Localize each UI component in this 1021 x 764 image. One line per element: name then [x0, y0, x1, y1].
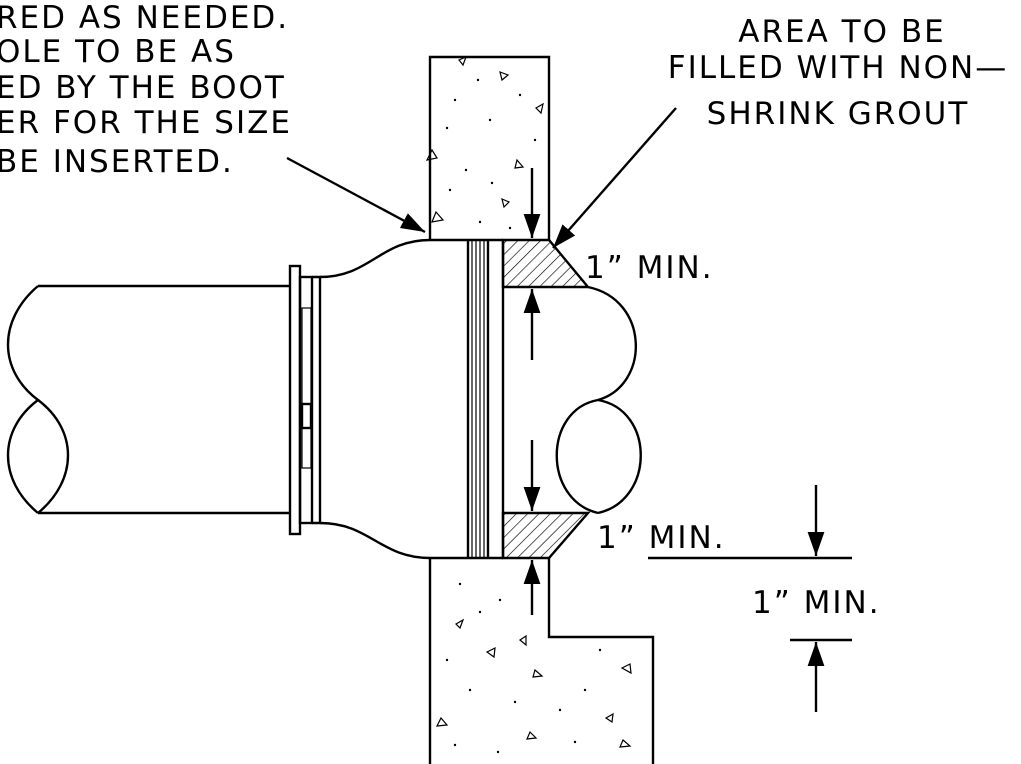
- dimension-arrows: [523, 168, 852, 712]
- note-line-4: ER FOR THE SIZE: [0, 105, 292, 141]
- aggregate-marks-bottom: [435, 582, 632, 754]
- concrete-wall-bottom: [428, 558, 655, 764]
- aggregate-marks-top: [425, 55, 544, 230]
- leader-lines: [286, 107, 677, 249]
- dimension-label-offset: 1” MIN.: [752, 585, 881, 621]
- grout-note-line-1: AREA TO BE: [738, 14, 945, 50]
- note-line-1: RED AS NEEDED.: [0, 0, 289, 36]
- flexible-boot: [319, 238, 505, 560]
- note-boot-hole: RED AS NEEDED. OLE TO BE AS ED BY THE BO…: [0, 0, 292, 180]
- grout-bottom: [501, 511, 591, 560]
- pipe-clamp: [288, 264, 322, 536]
- note-line-2: OLE TO BE AS: [0, 34, 236, 70]
- pipe: [6, 284, 290, 515]
- note-line-5: BE INSERTED.: [0, 144, 234, 180]
- concrete-wall-top: [425, 55, 551, 240]
- grout-top: [501, 238, 591, 289]
- dimension-label-bottom-grout: 1” MIN.: [597, 520, 726, 556]
- dimension-label-top-grout: 1” MIN.: [585, 250, 714, 286]
- grout-note-line-2: FILLED WITH NON—: [668, 50, 1009, 86]
- pipe-interior: [555, 285, 642, 515]
- grout-note-line-3: SHRINK GROUT: [707, 96, 970, 132]
- boot-corrugations: [466, 238, 503, 560]
- note-grout: AREA TO BE FILLED WITH NON— SHRINK GROUT: [668, 14, 1009, 132]
- note-line-3: ED BY THE BOOT: [0, 70, 286, 106]
